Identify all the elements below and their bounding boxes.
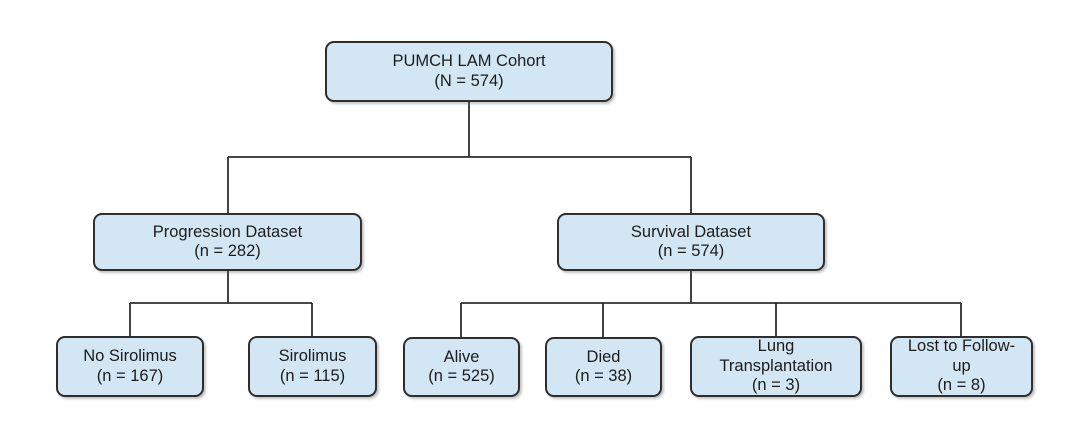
node-sirolimus-count: (n = 115) (279, 366, 346, 385)
node-alive-count: (n = 525) (428, 367, 495, 385)
node-survival-dataset-label: Survival Dataset (630, 222, 752, 241)
node-alive: Alive (n = 525) (403, 337, 520, 397)
node-died-label: Died (586, 347, 621, 366)
node-sirolimus-label: Sirolimus (278, 347, 347, 366)
node-alive-label: Alive (443, 347, 480, 366)
node-lung-transplantation-label: Lung Transplantation (719, 337, 833, 375)
node-pumch-lam-cohort: PUMCH LAM Cohort (N = 574) (325, 41, 613, 102)
node-pumch-lam-cohort-label: PUMCH LAM Cohort (392, 52, 546, 71)
node-lung-transplantation-count: (n = 3) (751, 376, 801, 395)
node-progression-dataset: Progression Dataset (n = 282) (93, 213, 362, 271)
node-no-sirolimus-label: No Sirolimus (83, 347, 177, 366)
node-no-sirolimus: No Sirolimus (n = 167) (56, 336, 204, 397)
node-no-sirolimus-count: (n = 167) (96, 366, 164, 385)
node-progression-dataset-count: (n = 282) (194, 242, 261, 260)
node-lost-to-follow-up-label: Lost to Follow-up (907, 337, 1016, 375)
node-died-count: (n = 38) (574, 367, 633, 385)
node-sirolimus: Sirolimus (n = 115) (248, 336, 377, 397)
node-lost-to-follow-up-count: (n = 8) (937, 376, 986, 395)
node-survival-dataset-count: (n = 574) (657, 242, 725, 260)
node-died: Died (n = 38) (545, 337, 662, 397)
node-lost-to-follow-up: Lost to Follow-up (n = 8) (890, 336, 1033, 397)
node-progression-dataset-label: Progression Dataset (152, 222, 303, 241)
node-survival-dataset: Survival Dataset (n = 574) (557, 213, 825, 271)
node-lung-transplantation: Lung Transplantation (n = 3) (690, 336, 862, 397)
node-pumch-lam-cohort-count: (N = 574) (434, 71, 504, 90)
